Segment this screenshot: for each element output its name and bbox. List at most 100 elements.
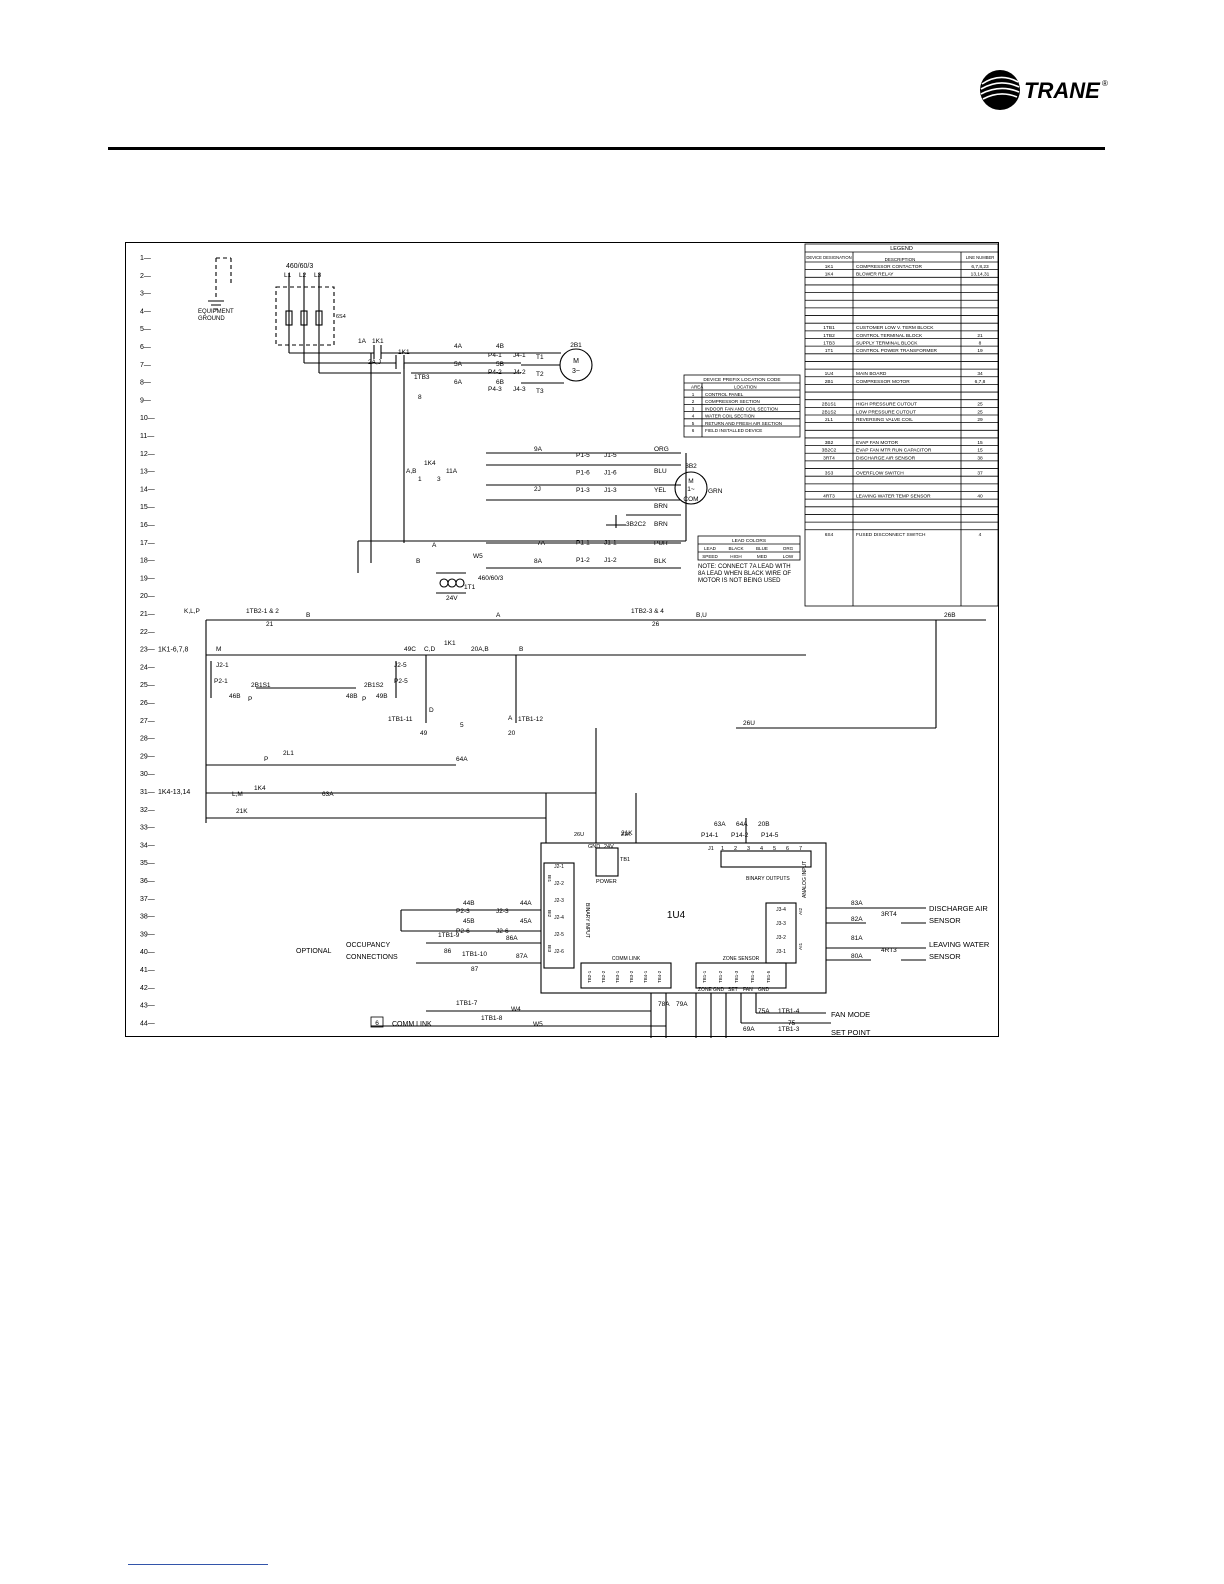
occupancy-optional: OPTIONAL: [296, 948, 332, 955]
power-plug-label: P4-1: [488, 352, 502, 359]
legend-device: 3B2C2: [822, 448, 837, 454]
rung23-label: D: [429, 707, 434, 714]
line-number: 32—: [140, 807, 155, 814]
zone-sensor-board-label: ZONE SENSOR: [723, 956, 760, 962]
line-number: 1—: [140, 255, 151, 262]
line-number: 41—: [140, 967, 155, 974]
legend-device: 1T1: [825, 348, 834, 354]
rung21-label: 1TB2-3 & 4: [631, 608, 664, 615]
zone-signal-name: FAN MODE: [831, 1010, 870, 1019]
comm-link-conn: TB2-1: [587, 970, 592, 983]
legend-description: BLOWER RELAY: [856, 272, 894, 278]
legend-description: HIGH PRESSURE CUTOUT: [856, 402, 917, 408]
occupancy-wire: 45B: [463, 918, 475, 925]
fan-plug-label: P1-5: [576, 452, 590, 459]
header-rule: [108, 147, 1105, 150]
analog-input-conn: J3-2: [776, 935, 786, 941]
prefix-header: AREA: [691, 385, 703, 390]
fan-motor-phase: 1~: [687, 486, 695, 493]
legend-description: CUSTOMER LOW V. TERM BLOCK: [856, 325, 934, 331]
comm-link-conn: TB3-2: [629, 970, 634, 983]
binary-input-conn: J2-5: [554, 932, 564, 938]
fan-plug-label: J1-3: [604, 487, 617, 494]
prefix-area: 4: [692, 414, 695, 419]
binary-output-wire: 64A: [736, 821, 748, 828]
line-number: 40—: [140, 949, 155, 956]
lead-colors-header: ORG: [783, 546, 794, 551]
board-power-label: GND: [588, 844, 600, 850]
analog-input-tag: AI1: [798, 942, 804, 950]
rung23-label: P2-1: [214, 678, 228, 685]
rung31-label: L,M: [232, 791, 243, 798]
line-number: 15—: [140, 504, 155, 511]
binary-input-conn: J2-2: [554, 881, 564, 887]
zone-wire: 69A: [743, 1026, 755, 1033]
legend-description: SUPPLY TERMINAL BLOCK: [856, 341, 918, 347]
zone-sensor-conn: TB1-5: [766, 970, 771, 983]
line-number: 14—: [140, 486, 155, 493]
fan-lead-color: BRN: [654, 521, 668, 528]
fan-lead-color: BLU: [654, 468, 667, 475]
trane-logo: TRANE ®: [978, 68, 1110, 114]
rung21-label: 21: [266, 621, 274, 628]
line-number: 39—: [140, 931, 155, 938]
schematic-diagram: 1—2—3—4—5—6—7—8—9—10—11—12—13—14—15—16—1…: [140, 243, 999, 1367]
schematic-frame: 1—2—3—4—5—6—7—8—9—10—11—12—13—14—15—16—1…: [125, 242, 999, 1367]
line-number: 26—: [140, 700, 155, 707]
rung23-label: 49C: [404, 646, 416, 653]
board-power-label: 24V: [604, 844, 614, 850]
occupancy-wire: 44B: [463, 900, 475, 907]
brand-mark: ®: [1102, 79, 1108, 88]
leaving-sensor-label: SENSOR: [929, 952, 961, 961]
transformer-primary: 460/60/3: [478, 575, 504, 582]
power-wire-label: 6B: [496, 379, 504, 386]
legend-description: FUSED DISCONNECT SWITCH: [856, 532, 926, 538]
legend-header: LINE NUMBER: [966, 255, 995, 260]
prefix-location: COMPRESSOR SECTION: [705, 399, 760, 404]
legend-table: [804, 243, 999, 607]
prefix-title: DEVICE PREFIX LOCATION CODE: [703, 377, 780, 383]
legend-description: OVERFLOW SWITCH: [856, 471, 904, 477]
line-number: 30—: [140, 771, 155, 778]
zone-sensor-pin: GND: [758, 987, 770, 993]
lead-colors-table: [697, 535, 801, 561]
power-plug-label: P4-3: [488, 386, 502, 393]
binary-output-pin: 3: [747, 846, 750, 852]
fan-plug-label: J1-5: [604, 452, 617, 459]
rung23-label: C,D: [424, 646, 436, 653]
legend-title: LEGEND: [890, 246, 913, 252]
line-number: 18—: [140, 558, 155, 565]
lead-colors-speed: LOW: [783, 554, 794, 559]
comm-link-conn: TB3-1: [615, 970, 620, 983]
fan-capacitor-id: 3B2C2: [626, 521, 646, 528]
transformer-id: 1T1: [464, 584, 476, 591]
binary-input-conn: J2-3: [554, 898, 564, 904]
rung31-label: 21K: [236, 808, 248, 815]
fan-lead-color: ORG: [654, 446, 669, 453]
legend-device: 2B1S1: [822, 402, 837, 408]
line-contact-ref: 1K1-6,7,8: [158, 647, 188, 654]
lead-note-line: 8A LEAD WHEN BLACK WIRE OF: [698, 571, 791, 577]
line-number: 2—: [140, 273, 151, 280]
fan-contact-pin: 3: [437, 476, 441, 483]
legend-description: CONTROL POWER TRANSFORMER: [856, 348, 938, 354]
prefix-header: LOCATION: [734, 385, 757, 390]
comm-terminal: 1TB1-7: [456, 1000, 478, 1007]
comm-badge-number: 6: [375, 1020, 379, 1027]
lead-colors-speed: SPEED: [702, 554, 718, 559]
comm-link-board-label: COMM LINK: [612, 956, 641, 962]
lead-note-line: MOTOR IS NOT BEING USED: [698, 578, 781, 584]
occupancy-wire: 86: [444, 948, 452, 955]
line-number: 42—: [140, 985, 155, 992]
line-number: 5—: [140, 326, 151, 333]
line-number: 12—: [140, 451, 155, 458]
wire-21k-label: 21K: [621, 830, 633, 837]
line-number: 7—: [140, 362, 151, 369]
board-power-label: TB1: [620, 857, 630, 863]
binary-output-plug: P14-2: [731, 832, 749, 839]
power-plug-label: P4-2: [488, 369, 502, 376]
discharge-sensor-label: DISCHARGE AIR: [929, 904, 988, 913]
comm-link-label: COMM LINK: [392, 1021, 432, 1028]
rung23-label: 1TB1-11: [388, 716, 413, 723]
occupancy-wire: J2-6: [496, 928, 509, 935]
